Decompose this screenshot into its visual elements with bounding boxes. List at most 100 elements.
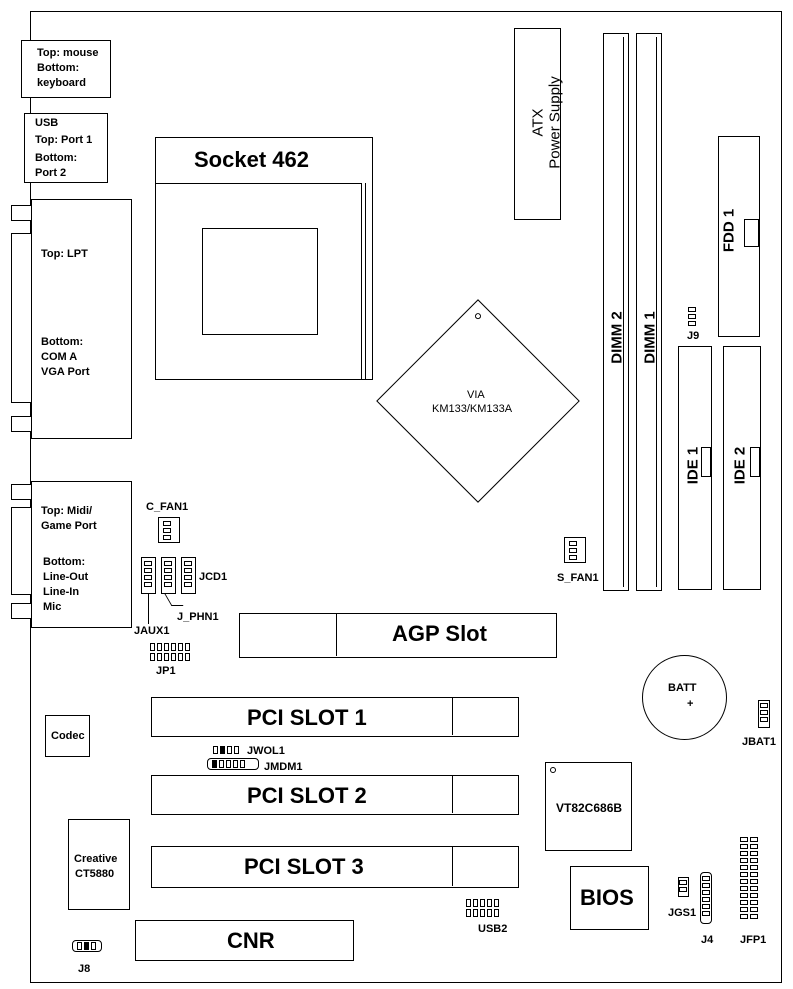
com-a-label: COM A [41,351,78,363]
ide1-label: IDE 1 [684,446,702,485]
southbridge-label: VT82C686B [556,801,623,815]
usb2-label: USB2 [478,923,508,935]
lpt-connector-tab-bottom [11,416,33,432]
lpt-bottom-label: Bottom: [41,336,84,348]
game-port-label: Game Port [41,520,97,532]
dimm2-slot: DIMM 2 [603,33,629,591]
lpt-label: Top: LPT [41,248,88,260]
midi-label: Top: Midi/ [41,505,93,517]
jgs1-label: JGS1 [668,907,697,919]
midi-connector-tab-bottom [11,603,33,619]
codec-chip: Codec [45,715,90,757]
ide2-key [750,447,760,477]
agp-slot: AGP Slot [239,613,557,658]
ide1-key [701,447,711,477]
line-in-label: Line-In [43,586,80,598]
power-supply-label: Power Supply [546,76,564,169]
northbridge-label-via: VIA [467,389,485,401]
agp-label: AGP Slot [392,621,487,646]
jp1-header [150,643,190,661]
pci-slot-3-label: PCI SLOT 3 [244,854,364,879]
vga-port-label: VGA Port [41,366,90,378]
ps2-label-top: Top: mouse [37,47,99,59]
midi-connector-tab-top [11,484,33,500]
midi-audio-block: Top: Midi/ Game Port Bottom: Line-Out Li… [31,481,132,628]
cpu-socket: Socket 462 [155,137,373,380]
jcd1-header [181,557,196,594]
pci-slot-1: PCI SLOT 1 [151,697,519,737]
battery [642,655,727,740]
bios-label: BIOS [580,885,634,910]
fdd-label: FDD 1 [720,208,738,253]
lpt-connector-tab-top [11,205,33,221]
ps2-label-keyboard: keyboard [37,77,86,89]
j8-label: J8 [78,963,91,975]
ide2-label: IDE 2 [731,446,749,485]
jaux1-header [141,557,156,594]
jbat1-label: JBAT1 [742,736,777,748]
jbat1-header [758,700,770,728]
ide2-connector: IDE 2 [723,346,761,590]
j4-label: J4 [701,934,714,946]
j4-header [700,872,712,924]
jwol1-label: JWOL1 [247,745,285,757]
usb-label-bottom: Bottom: [35,152,78,164]
dimm2-label: DIMM 2 [608,311,626,364]
usb-label-top: Top: Port 1 [35,134,93,146]
s-fan1-header [564,537,586,563]
motherboard-outline [30,11,782,983]
j-phn1-header [161,557,176,594]
midi-connector-shell [11,507,33,595]
c-fan1-label: C_FAN1 [146,501,189,513]
batt-plus-label: + [687,698,694,710]
jmdm1-header [207,758,259,770]
codec-label: Codec [51,730,85,742]
pci-slot-3: PCI SLOT 3 [151,846,519,888]
jaux1-label: JAUX1 [134,625,170,637]
s-fan1-label: S_FAN1 [557,572,599,584]
usb-port-block: USB Top: Port 1 Bottom: Port 2 [24,113,108,183]
usb-label-port2: Port 2 [35,167,67,179]
c-fan1-header [158,517,180,543]
creative-label: Creative [74,853,118,865]
batt-label: BATT [668,682,697,694]
ps2-label-bottom: Bottom: [37,62,80,74]
jfp1-label: JFP1 [740,934,767,946]
creative-chip: Creative CT5880 [68,819,130,910]
pci-slot-1-label: PCI SLOT 1 [247,705,367,730]
jfp1-header [740,837,758,919]
usb-label: USB [35,117,59,129]
southbridge-chip: VT82C686B [545,762,632,851]
j9-header [688,307,696,326]
cpu-socket-die [202,228,318,335]
lpt-com-vga-block: Top: LPT Bottom: COM A VGA Port [31,199,132,439]
audio-bottom-label: Bottom: [43,556,86,568]
atx-power-connector: ATX Power Supply [514,28,564,220]
dimm1-slot: DIMM 1 [636,33,662,591]
bios-chip: BIOS [570,866,649,930]
cnr-slot: CNR [135,920,354,961]
line-out-label: Line-Out [43,571,89,583]
pci-slot-2-label: PCI SLOT 2 [247,783,367,808]
dimm1-label: DIMM 1 [641,311,659,364]
fdd-connector: FDD 1 [718,136,760,337]
jgs1-header [678,877,689,897]
jwol1-header [213,746,239,754]
jcd1-label: JCD1 [199,571,228,583]
lpt-connector-shell [11,233,33,403]
socket-label: Socket 462 [194,147,309,172]
ide1-connector: IDE 1 [678,346,712,590]
creative-model-label: CT5880 [75,868,115,880]
j-phn1-label: J_PHN1 [177,611,219,623]
cnr-label: CNR [227,928,275,953]
j8-header [72,940,102,952]
usb2-header [466,899,499,917]
jp1-label: JP1 [156,665,176,677]
jmdm1-label: JMDM1 [264,761,303,773]
fdd-key [744,219,759,247]
northbridge-label-model: KM133/KM133A [432,403,513,415]
j9-label: J9 [687,330,700,342]
ps2-port-block: Top: mouse Bottom: keyboard [21,40,111,98]
mic-label: Mic [43,601,62,613]
atx-label: ATX [529,108,547,137]
